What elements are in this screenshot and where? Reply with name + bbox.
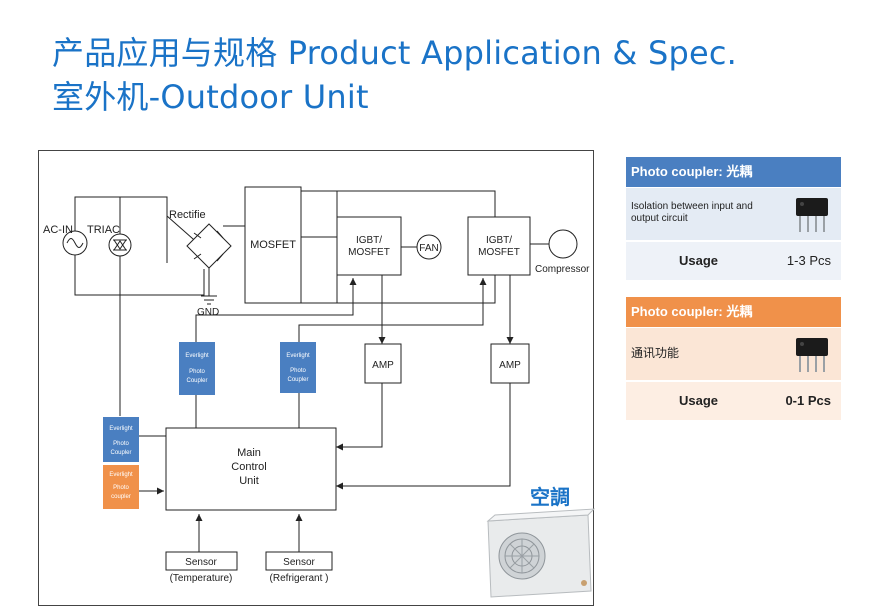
amp1-label: AMP [372,360,394,371]
main-control-label-2: Control [231,461,266,473]
mosfet-block [244,186,302,304]
main-control-label-3: Unit [239,475,259,487]
sensor1-label: Sensor [185,557,217,568]
ground-icon [201,295,217,305]
ac-source-icon [62,230,88,256]
rectifier-label: Rectifie [169,209,206,221]
panel1-description: Isolation between input and output circu… [631,201,753,224]
sensor2-sub: (Refrigerant ) [270,573,329,584]
spec-panel-1: Photo coupler: 光耦 Isolation between inpu… [626,157,841,280]
igbt1-label-1: IGBT/ [356,235,382,246]
page-title: 产品应用与规格 Product Application & Spec. [52,34,738,72]
sensor-refrigerant-block [265,551,333,571]
panel1-usage-value: 1-3 Pcs [786,253,831,268]
coupler-top2-coupler: Coupler [287,377,308,383]
panel2-description: 通讯功能 [631,346,680,360]
sensor-temperature-block [165,551,238,571]
panel1-header: Photo coupler: 光耦 [626,157,841,187]
fan-label: FAN [419,243,438,254]
panel2-body: 通讯功能 [626,327,841,380]
panel2-usage-label: Usage [678,393,719,408]
igbt-mosfet-block-2 [467,216,531,276]
panel1-usage-row: Usage 1-3 Pcs [626,240,841,280]
compressor-label: Compressor [535,264,590,275]
photocoupler-chip-icon [792,194,832,245]
coupler-top1-brand: Everlight [185,353,209,359]
coupler-top1-coupler: Coupler [186,378,207,384]
block-diagram: AC-IN TRIAC Rectifie GND MOSFET IGBT/ MO… [38,150,596,606]
coupler-left-blue-coupler: Coupler [110,450,131,456]
outdoor-unit-illustration [486,508,596,598]
gnd-label: GND [197,307,219,318]
triac-label: TRIAC [87,224,120,236]
triac-icon [108,233,132,257]
coupler-left-orange-coupler: coupler [111,494,131,500]
panel2-usage-row: Usage 0-1 Pcs [626,380,841,420]
panel1-body: Isolation between input and output circu… [626,187,841,240]
igbt2-label-2: MOSFET [478,247,520,258]
photocoupler-chip-icon [792,334,832,385]
amp-block-1 [364,343,402,384]
coupler-left-blue-brand: Everlight [109,426,133,432]
compressor-circle [548,229,578,259]
ac-in-label: AC-IN [43,224,73,236]
coupler-left-blue-photo: Photo [113,441,129,447]
coupler-top2-photo: Photo [290,368,306,374]
igbt1-label-2: MOSFET [348,247,390,258]
rectifier-bridge-icon [186,223,232,269]
mosfet-label: MOSFET [250,239,296,251]
main-control-label-1: Main [237,447,261,459]
coupler-top2-brand: Everlight [286,353,310,359]
panel2-header: Photo coupler: 光耦 [626,297,841,327]
coupler-left-orange-photo: Photo [113,485,129,491]
fan-circle [416,234,442,260]
photo-coupler-top-1 [179,342,215,395]
product-label: 空調 [530,485,570,509]
amp-block-2 [490,343,530,384]
coupler-top1-photo: Photo [189,369,205,375]
page-subtitle: 室外机-Outdoor Unit [52,78,369,116]
photo-coupler-top-2 [280,342,316,393]
spec-panel-2: Photo coupler: 光耦 通讯功能 Usage 0-1 Pcs [626,297,841,420]
sensor1-sub: (Temperature) [170,573,233,584]
panel1-usage-label: Usage [678,253,719,268]
sensor2-label: Sensor [283,557,315,568]
panel2-usage-value: 0-1 Pcs [785,393,831,408]
igbt2-label-1: IGBT/ [486,235,512,246]
coupler-left-orange-brand: Everlight [109,472,133,478]
main-control-unit [165,427,337,511]
photo-coupler-left-orange [103,465,139,509]
igbt-mosfet-block-1 [336,216,402,276]
amp2-label: AMP [499,360,521,371]
photo-coupler-left-blue [103,417,139,462]
